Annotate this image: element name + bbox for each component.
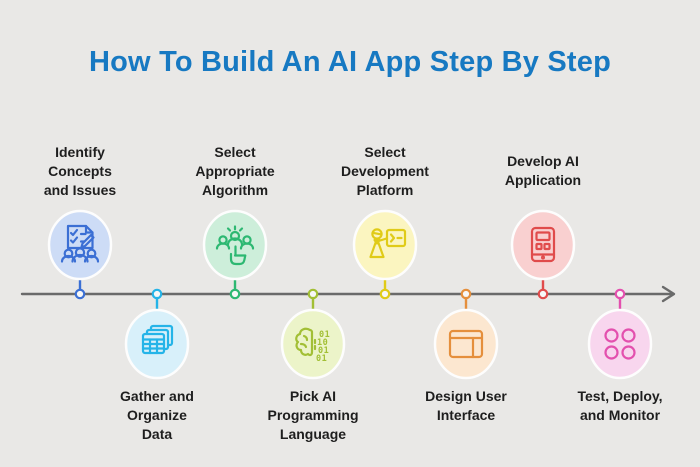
step-label: Develop AI Application [504, 153, 582, 188]
team-selection-hand-icon [215, 225, 255, 266]
svg-text:10: 10 [317, 338, 328, 348]
clipboard-checklist-team-icon [60, 224, 100, 263]
step-circle [510, 209, 576, 281]
mobile-app-icon [530, 226, 556, 263]
step-graphic [510, 209, 576, 300]
step-graphic [202, 209, 268, 300]
stacked-data-tables-icon [141, 324, 174, 355]
step-label: Select Development Platform [341, 143, 429, 198]
step-label: Design User Interface [425, 388, 507, 423]
step-circle [352, 209, 418, 281]
brain-binary-code-icon: 01 10 01 01 [295, 327, 330, 364]
step-select-development-platform: Select Development Platform [320, 142, 450, 303]
step-graphic [352, 209, 418, 300]
step-test-deploy-and-monitor: Test, Deploy, and Monitor [555, 287, 685, 425]
step-design-user-interface: Design User Interface [401, 287, 531, 425]
step-graphic [47, 209, 113, 300]
step-circle [587, 308, 653, 380]
step-identify-concepts-and-issues: Identify Concepts and Issues [15, 142, 145, 303]
binary-digits: 01 10 01 01 [316, 330, 330, 364]
step-pick-ai-programming-language: 01 10 01 01 Pick AI Programming Language [248, 287, 378, 444]
step-select-appropriate-algorithm: Select Appropriate Algorithm [170, 142, 300, 303]
step-label: Identify Concepts and Issues [43, 143, 117, 198]
timeline-arrowhead-icon [661, 285, 676, 303]
timeline [20, 285, 676, 303]
step-graphic [587, 288, 653, 380]
step-circle [47, 209, 113, 281]
step-label: Pick AI Programming Language [267, 388, 359, 442]
svg-text:01: 01 [316, 354, 327, 364]
timeline-dot [74, 288, 86, 300]
svg-text:01: 01 [318, 346, 329, 356]
step-circle [202, 209, 268, 281]
step-circle [433, 308, 499, 380]
browser-layout-icon [448, 329, 484, 359]
step-develop-ai-application: Develop AI Application [478, 142, 608, 303]
svg-text:01: 01 [319, 330, 330, 340]
timeline-dot [379, 288, 391, 300]
step-graphic [124, 288, 190, 380]
step-label: Select Appropriate Algorithm [195, 143, 275, 198]
four-circles-icon [604, 328, 636, 360]
presenter-screen-icon [369, 228, 407, 259]
timeline-dot [537, 288, 549, 300]
step-label: Gather and Organize Data [120, 388, 194, 442]
step-gather-and-organize-data: Gather and Organize Data [92, 287, 222, 444]
step-graphic [433, 288, 499, 380]
step-label: Test, Deploy, and Monitor [577, 388, 663, 423]
timeline-dot [229, 288, 241, 300]
page-title: How To Build An AI App Step By Step [89, 46, 611, 78]
step-graphic: 01 10 01 01 [280, 288, 346, 380]
